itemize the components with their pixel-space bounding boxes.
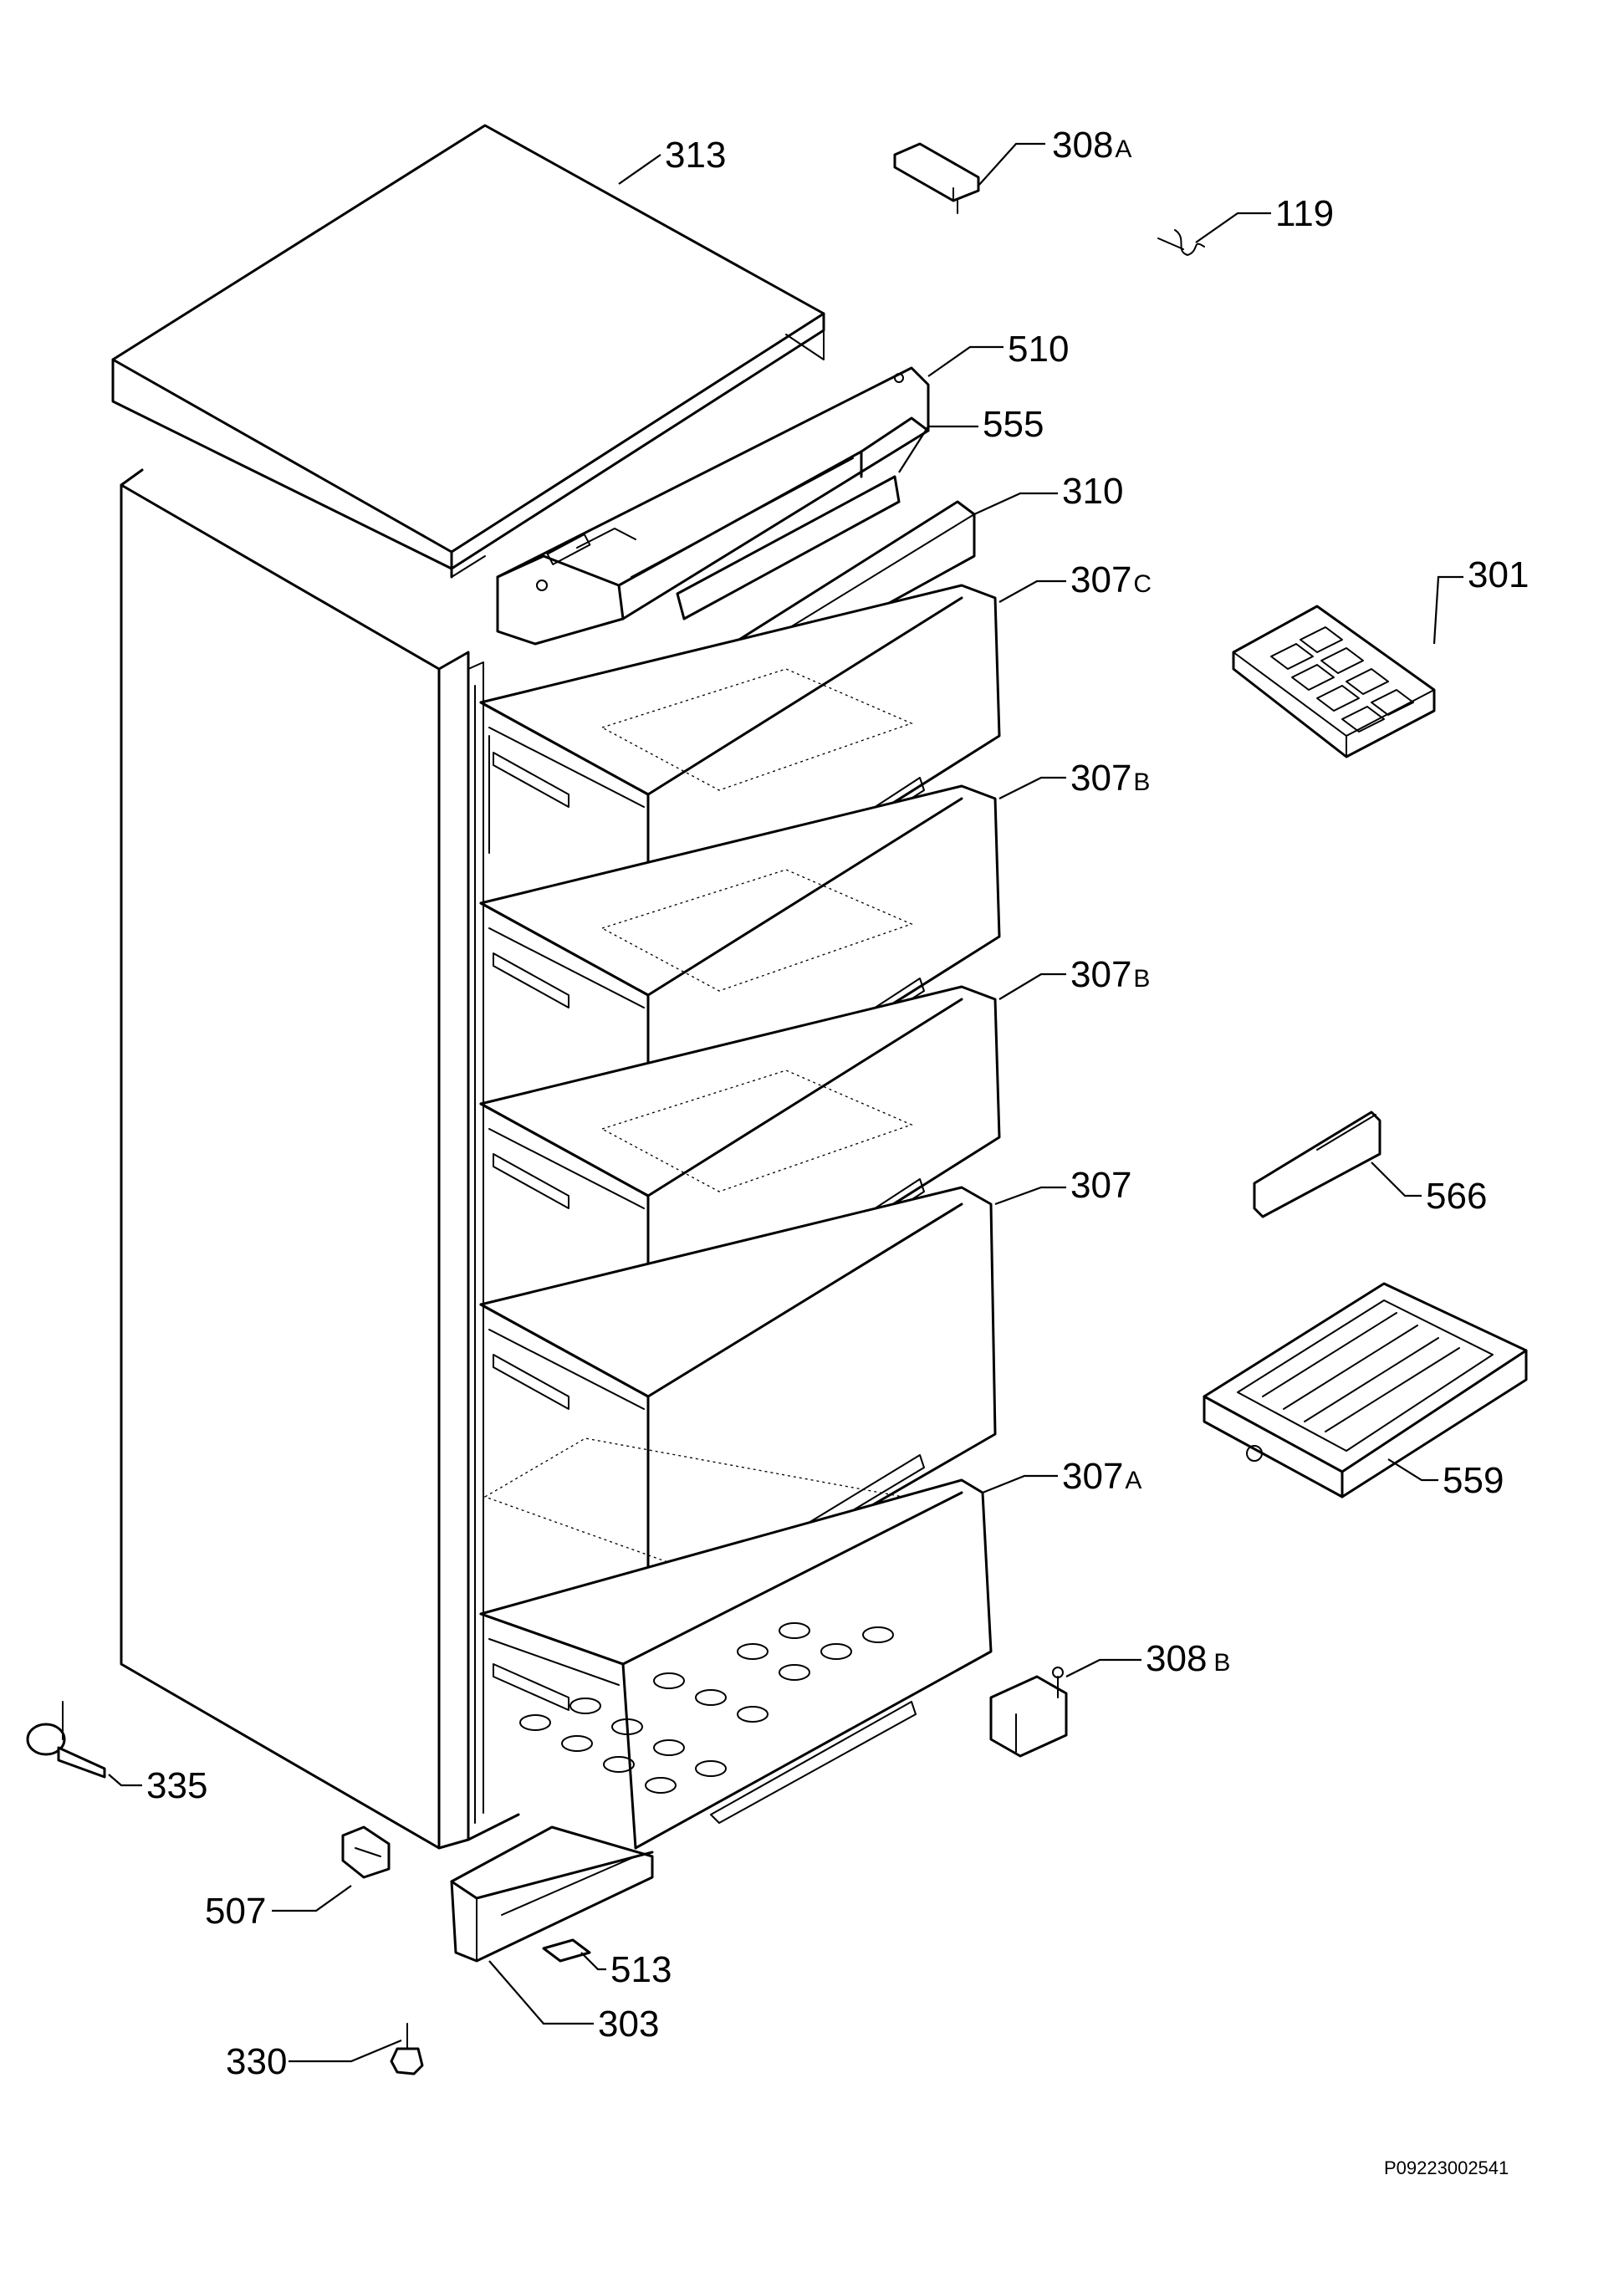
ice-scraper-566 [1253, 1110, 1381, 1218]
plinth-303 [450, 1825, 654, 1963]
cabinet-body [120, 468, 520, 1850]
leader-lines [108, 142, 1463, 2063]
label-119: 119 [1275, 193, 1334, 234]
label-566: 566 [1426, 1176, 1487, 1217]
hinge-308a [893, 142, 980, 214]
reference-code: P09223002541 [1384, 2157, 1509, 2178]
foot-330 [390, 2023, 424, 2075]
label-507: 507 [205, 1891, 266, 1932]
ice-cube-tray [1232, 605, 1436, 758]
part-labels: 313 308A 119 510 555 310 307C 301 307B 3… [146, 125, 1529, 2082]
control-panel [496, 366, 930, 646]
label-307: 307 [1070, 1165, 1131, 1206]
drawer-307b-lower [479, 985, 1001, 1361]
label-555: 555 [983, 404, 1044, 445]
clip-513 [542, 1938, 591, 1963]
label-510: 510 [1008, 329, 1069, 370]
label-335: 335 [146, 1765, 207, 1806]
label-310: 310 [1062, 471, 1123, 512]
hinge-308b [989, 1667, 1068, 1758]
label-307b-upper: 307B [1070, 758, 1150, 799]
trim-strip [676, 475, 901, 620]
label-301: 301 [1468, 554, 1529, 595]
label-307b-lower: 307B [1070, 954, 1150, 995]
drawer-307a [479, 1478, 993, 1850]
label-559: 559 [1443, 1460, 1504, 1501]
egg-tray-cups [519, 1622, 894, 1794]
label-308a: 308A [1052, 125, 1131, 166]
label-307c: 307C [1070, 559, 1152, 600]
label-330: 330 [226, 2041, 287, 2082]
label-313: 313 [665, 135, 726, 176]
catch-507 [341, 1825, 391, 1879]
spring-119 [1157, 229, 1205, 256]
cold-pack-559 [1203, 1282, 1528, 1498]
label-303: 303 [598, 2004, 659, 2045]
label-513: 513 [610, 1949, 672, 1990]
top-cover [111, 124, 825, 579]
label-307a: 307A [1062, 1456, 1141, 1497]
hinge-335 [26, 1701, 106, 1779]
